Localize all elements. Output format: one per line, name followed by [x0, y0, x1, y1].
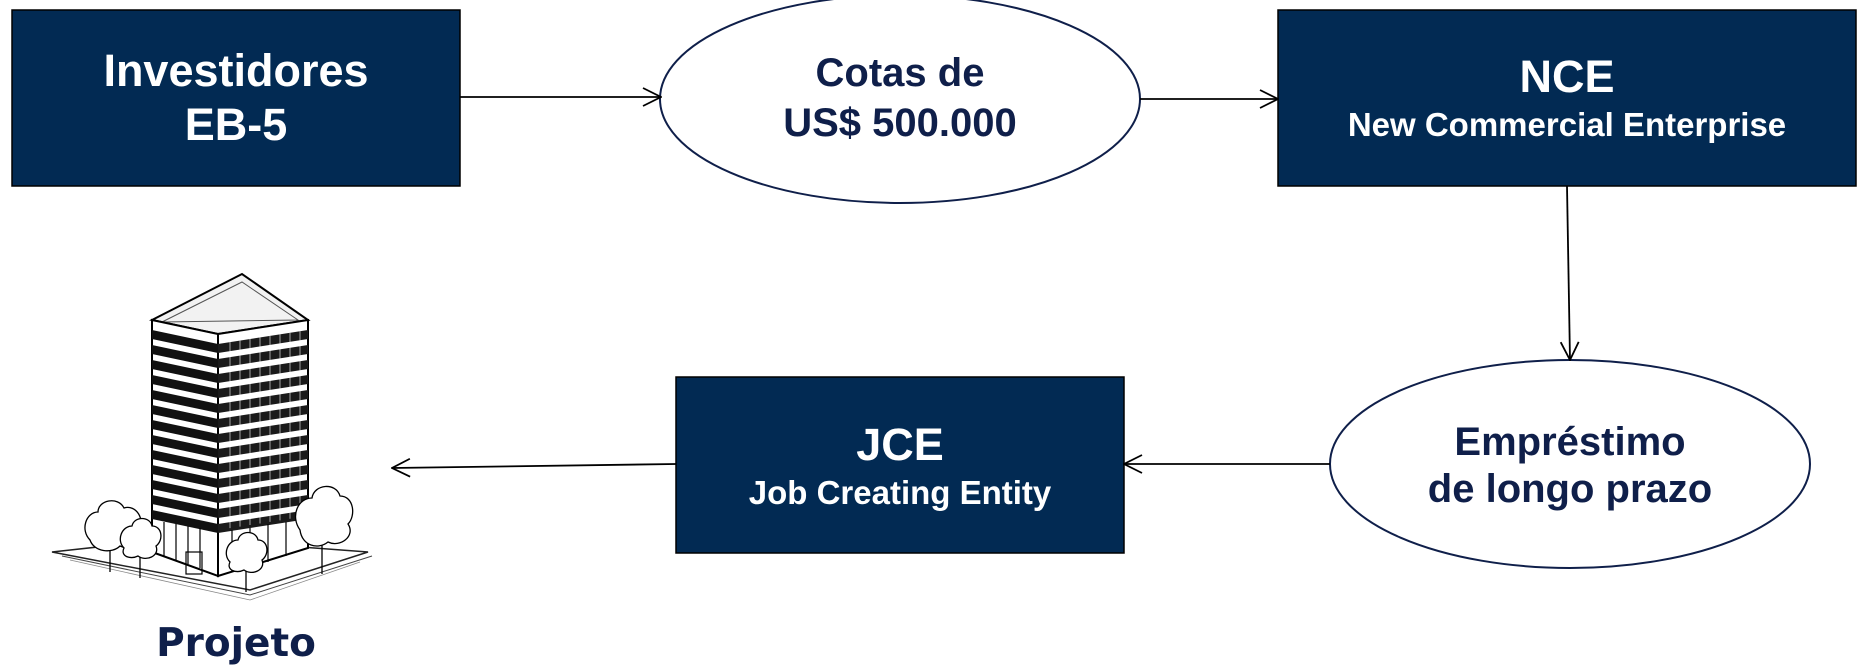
- node-nce: NCE New Commercial Enterprise: [1277, 9, 1857, 187]
- node-cotas: Cotas de US$ 500.000: [659, 0, 1141, 204]
- projeto-caption: Projeto: [156, 621, 316, 665]
- office-building-icon: [51, 272, 373, 601]
- jce-line2: Job Creating Entity: [749, 474, 1052, 511]
- cotas-line2: US$ 500.000: [783, 101, 1017, 145]
- emprestimo-line2: de longo prazo: [1428, 467, 1712, 511]
- emprestimo-line1: Empréstimo: [1454, 420, 1685, 464]
- node-investidores: Investidores EB-5: [11, 9, 461, 187]
- arrow-jce-to-projeto: [392, 464, 677, 468]
- investidores-line1: Investidores: [103, 45, 368, 96]
- node-projeto: Projeto: [51, 272, 373, 665]
- cotas-line1: Cotas de: [816, 51, 985, 95]
- node-emprestimo: Empréstimo de longo prazo: [1329, 359, 1811, 569]
- arrow-nce-to-emprestimo: [1567, 185, 1570, 360]
- nce-line2: New Commercial Enterprise: [1348, 106, 1786, 143]
- jce-line1: JCE: [856, 419, 944, 470]
- investidores-line2: EB-5: [185, 99, 288, 150]
- node-jce: JCE Job Creating Entity: [675, 376, 1125, 554]
- nce-line1: NCE: [1519, 51, 1614, 102]
